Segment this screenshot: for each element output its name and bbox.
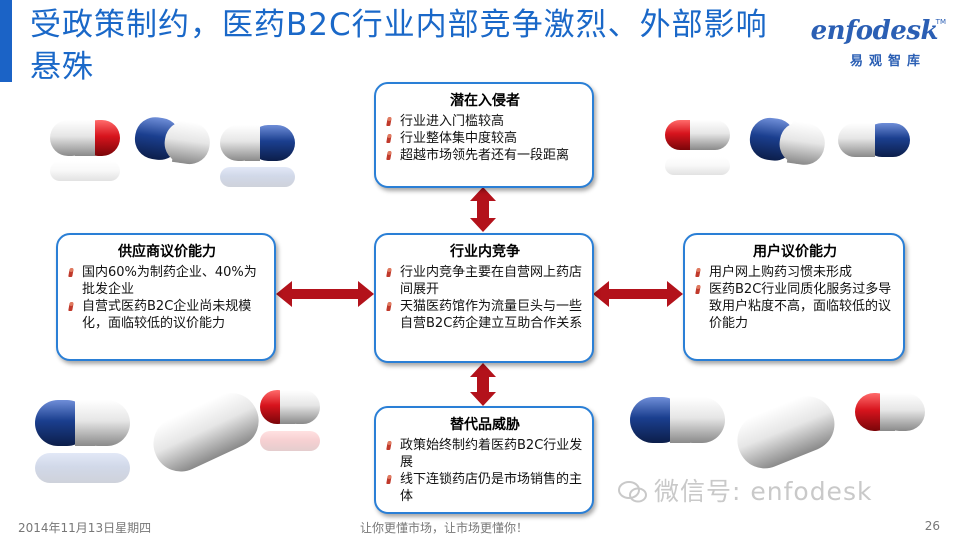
- logo-chinese-name: 易观智库: [849, 54, 926, 69]
- capsule-blue-white-3: [35, 400, 130, 483]
- box-title: 行业内竞争: [450, 244, 520, 260]
- capsule-blue-white-2: [749, 117, 825, 165]
- wechat-watermark: 微信号: enfodesk: [618, 472, 872, 508]
- box-supplier-bargaining: 供应商议价能力 国内60%为制药企业、40%为批发企业 自营式医药B2C企业尚未…: [56, 233, 276, 361]
- bullet-icon: [68, 302, 74, 311]
- bullet-list: 用户网上购药习惯未形成 医药B2C行业同质化服务过多导致用户粘度不高，面临较低的…: [695, 264, 895, 332]
- capsule-white-large: [153, 392, 259, 472]
- bullet-icon: [386, 441, 392, 450]
- box-buyer-bargaining: 用户议价能力 用户网上购药习惯未形成 医药B2C行业同质化服务过多导致用户粘度不…: [683, 233, 905, 361]
- bullet-icon: [386, 151, 392, 160]
- page-number: 26: [924, 519, 940, 533]
- capsule-blue-white: [134, 117, 210, 165]
- capsule-red-white-3: [260, 390, 320, 451]
- list-item: 行业内竞争主要在自营网上药店间展开: [386, 264, 584, 298]
- list-item: 行业进入门槛较高: [386, 113, 584, 130]
- box-potential-entrants: 潜在入侵者 行业进入门槛较高 行业整体集中度较高 超越市场领先者还有一段距离: [374, 82, 594, 188]
- bullet-icon: [386, 134, 392, 143]
- bullet-list: 政策始终制约着医药B2C行业发展 线下连锁药店仍是市场销售的主体: [386, 437, 584, 505]
- logo-wordmark: enfodesk: [810, 16, 939, 46]
- list-item: 用户网上购药习惯未形成: [695, 264, 895, 281]
- wechat-icon: [618, 481, 647, 503]
- list-item: 自营式医药B2C企业尚未规模化，面临较低的议价能力: [68, 298, 266, 332]
- box-title: 潜在入侵者: [450, 93, 520, 109]
- capsule-white-large-2: [737, 396, 835, 469]
- bullet-icon: [386, 302, 392, 311]
- arrow-center-right: [593, 281, 683, 307]
- capsule-blue-white-4: [630, 397, 725, 443]
- bullet-list: 行业内竞争主要在自营网上药店间展开 天猫医药馆作为流量巨头与一些自营B2C药企建…: [386, 264, 584, 332]
- watermark-text: 微信号: enfodesk: [654, 477, 873, 506]
- capsules-top-left: [50, 117, 295, 187]
- bullet-icon: [386, 475, 392, 484]
- list-item: 超越市场领先者还有一段距离: [386, 147, 584, 164]
- box-substitutes-threat: 替代品威胁 政策始终制约着医药B2C行业发展 线下连锁药店仍是市场销售的主体: [374, 406, 594, 514]
- box-industry-rivalry: 行业内竞争 行业内竞争主要在自营网上药店间展开 天猫医药馆作为流量巨头与一些自营…: [374, 233, 594, 363]
- enfodesk-logo: enfodesk TM 易观智库: [788, 16, 946, 76]
- capsule-red-white: [665, 120, 730, 175]
- bullet-icon: [68, 268, 74, 277]
- capsule-white-blue: [220, 125, 295, 187]
- title-accent-bar: [0, 0, 12, 82]
- capsule-red-white-4: [855, 393, 925, 431]
- arrow-top-center: [470, 187, 496, 232]
- capsule-white-blue-2: [838, 123, 910, 157]
- list-item: 国内60%为制药企业、40%为批发企业: [68, 264, 266, 298]
- list-item: 天猫医药馆作为流量巨头与一些自营B2C药企建立互助合作关系: [386, 298, 584, 332]
- logo-trademark: TM: [935, 18, 946, 26]
- bullet-list: 行业进入门槛较高 行业整体集中度较高 超越市场领先者还有一段距离: [386, 113, 584, 164]
- list-item: 政策始终制约着医药B2C行业发展: [386, 437, 584, 471]
- bullet-icon: [695, 285, 701, 294]
- bullet-icon: [386, 117, 392, 126]
- capsule-white-red: [50, 120, 120, 181]
- bullet-icon: [695, 268, 701, 277]
- list-item: 医药B2C行业同质化服务过多导致用户粘度不高，面临较低的议价能力: [695, 281, 895, 332]
- footer-slogan: 让你更懂市场，让市场更懂你！: [360, 521, 529, 535]
- capsules-bottom-right: [630, 393, 925, 469]
- list-item: 线下连锁药店仍是市场销售的主体: [386, 471, 584, 505]
- arrow-center-bottom: [470, 363, 496, 406]
- box-title: 供应商议价能力: [118, 244, 216, 260]
- list-item: 行业整体集中度较高: [386, 130, 584, 147]
- arrow-left-center: [276, 281, 374, 307]
- footer-date: 2014年11月13日星期四: [18, 521, 152, 535]
- box-title: 替代品威胁: [450, 417, 520, 433]
- capsules-bottom-left: [35, 390, 320, 483]
- capsules-top-right: [665, 117, 910, 175]
- box-title: 用户议价能力: [753, 244, 837, 260]
- bullet-list: 国内60%为制药企业、40%为批发企业 自营式医药B2C企业尚未规模化，面临较低…: [68, 264, 266, 332]
- bullet-icon: [386, 268, 392, 277]
- slide-title: 受政策制约，医药B2C行业内部竞争激烈、外部影响悬殊: [30, 7, 768, 85]
